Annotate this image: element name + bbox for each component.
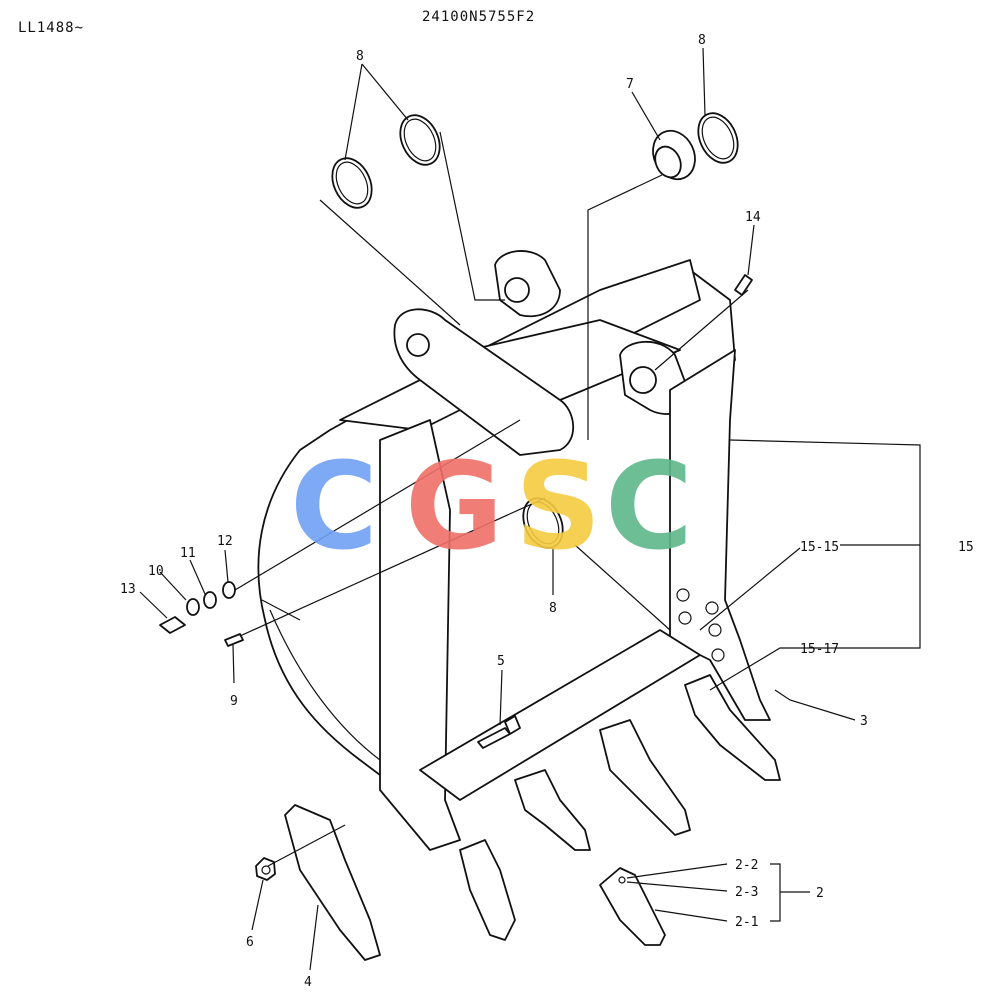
part-number-title: 24100N5755F2 <box>422 9 536 25</box>
leader-lines <box>139 47 921 971</box>
loose-tooth-pin-hole <box>618 876 626 884</box>
callout-2-3: 2-3 <box>735 885 758 900</box>
callout-2-1: 2-1 <box>735 915 758 930</box>
lug-plate-left <box>393 308 575 456</box>
watermark-letter-c1: C <box>290 438 378 577</box>
callout-11: 11 <box>180 546 196 561</box>
callout-8-top-left: 8 <box>356 49 364 64</box>
callout-labels: 8 8 7 14 12 11 10 13 9 8 5 6 4 3 15-15 1… <box>120 33 974 990</box>
side-cutter <box>284 804 381 961</box>
callout-2-2: 2-2 <box>735 858 758 873</box>
bucket-shell-edge <box>261 599 381 761</box>
pin-9 <box>224 633 244 647</box>
callout-15: 15 <box>958 540 974 555</box>
bolt-hardware <box>159 581 236 634</box>
callout-5: 5 <box>497 654 505 669</box>
side-plate-left <box>379 419 461 851</box>
callout-4: 4 <box>304 975 312 990</box>
loose-tooth-2 <box>599 867 666 946</box>
cgsc-watermark: C G S C <box>290 438 693 577</box>
watermark-letter-c2: C <box>605 438 693 577</box>
watermark-letter-s: S <box>515 438 601 577</box>
bolt-5 <box>477 715 521 749</box>
callout-7: 7 <box>626 77 634 92</box>
callout-8-top-right: 8 <box>698 33 706 48</box>
callout-15-15: 15-15 <box>800 540 839 555</box>
lug-hole-rear-left <box>504 277 530 303</box>
o-rings <box>331 112 739 549</box>
callout-2: 2 <box>816 886 824 901</box>
callout-12: 12 <box>217 534 233 549</box>
nut-6 <box>255 857 276 881</box>
pin-14 <box>734 274 753 296</box>
lug-hole-right <box>629 366 657 394</box>
callout-13: 13 <box>120 582 136 597</box>
serial-range-label: LL1488~ <box>18 20 85 36</box>
nut-6-hole <box>261 865 271 875</box>
callout-8-bottom: 8 <box>549 601 557 616</box>
callout-14: 14 <box>745 210 761 225</box>
callout-10: 10 <box>148 564 164 579</box>
bushing <box>652 129 696 181</box>
lug-hole-left <box>406 333 430 357</box>
callout-6: 6 <box>246 935 254 950</box>
bucket-teeth <box>459 674 781 941</box>
callout-15-17: 15-17 <box>800 642 839 657</box>
watermark-letter-g: G <box>405 438 504 577</box>
callout-3: 3 <box>860 714 868 729</box>
cutting-edge <box>419 629 701 801</box>
side-plate-bolt-holes <box>676 588 725 662</box>
callout-9: 9 <box>230 694 238 709</box>
